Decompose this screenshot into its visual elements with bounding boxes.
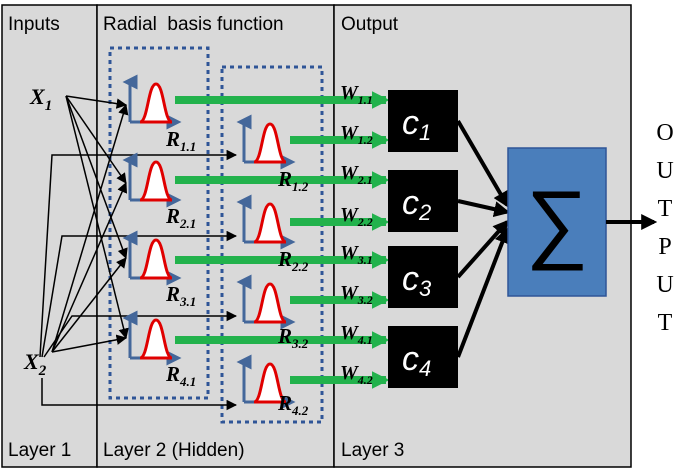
class-box: c3 [388,246,458,308]
svg-text:c4: c4 [402,340,431,381]
rbf-label-r42: R4.2 [277,391,309,418]
class-box: c2 [388,170,458,232]
rbf-group-right [220,65,324,424]
rbf-label-r32: R3.2 [277,324,309,351]
weight-label-w12: W1.2 [340,122,373,147]
input-label-x1: X1 [29,84,52,114]
input-label-x2: X2 [23,349,47,379]
output-letter: U [656,272,673,298]
rbf-label-r12: R1.2 [277,167,309,194]
weight-label-w32: W3.2 [340,282,373,307]
class-to-sum-arrows [456,119,511,358]
panel-inputs-title: Inputs [8,14,60,35]
panel-output-title: Output [341,14,399,35]
rbf-label-r41: R4.1 [165,362,196,389]
svg-text:c1: c1 [402,104,431,145]
output-letter: T [658,310,673,336]
summation-icon: ∑ [526,172,589,271]
rbf-unit-icon [236,354,296,410]
weight-label-w22: W2.2 [340,204,373,229]
rbf-unit-icon [236,194,296,250]
weight-label-w11: W1.1 [340,82,373,107]
weight-arrows [175,91,390,389]
panel-output-footer: Layer 3 [341,440,404,461]
output-letter: P [658,234,671,260]
panel-hidden-title: Radial basis function [103,14,284,35]
output-letter: O [656,120,673,146]
rbf-unit-icon [122,310,182,366]
rbf-unit-icon [122,152,182,208]
svg-text:c2: c2 [402,184,431,225]
class-box: c1 [388,90,458,152]
rbf-unit-icon [122,230,182,286]
rbf-group-left [108,46,210,400]
weight-label-w21: W2.1 [340,162,373,187]
rbf-label-r22: R2.2 [277,247,309,274]
weight-label-w31: W3.1 [340,242,373,267]
weight-label-w42: W4.2 [340,362,373,387]
output-letter: T [658,196,673,222]
panel-hidden-footer: Layer 2 (Hidden) [103,440,245,461]
svg-text:c3: c3 [402,260,432,301]
rbf-unit-icon [236,274,296,330]
weight-label-w41: W4.1 [340,322,373,347]
rbf-label-r31: R3.1 [165,282,196,309]
x1-connections [65,95,129,340]
rbf-label-r11: R1.1 [165,127,196,154]
class-box: c4 [388,326,458,388]
rbf-unit-icon [122,74,182,130]
rbf-unit-icon [236,114,296,170]
x2-connections [39,103,238,411]
output-letter: U [656,158,673,184]
rbf-label-r21: R2.1 [165,204,196,231]
summation-box [507,147,607,297]
panel-inputs-footer: Layer 1 [8,440,71,461]
